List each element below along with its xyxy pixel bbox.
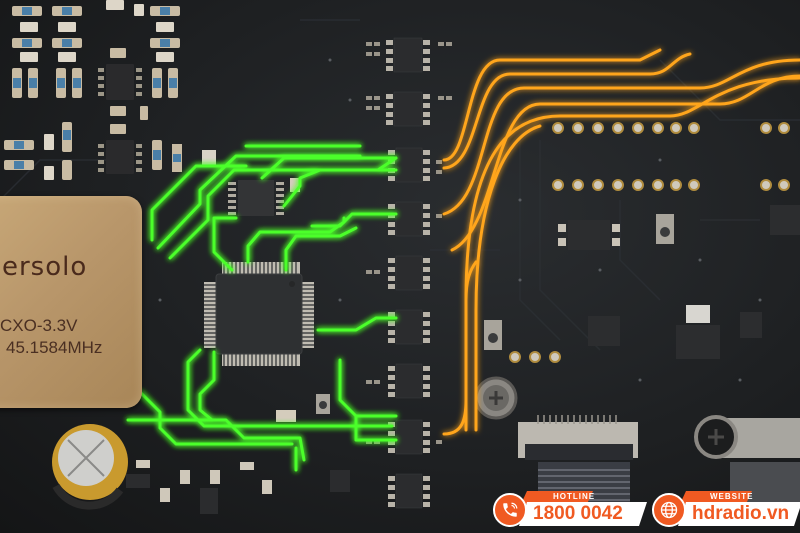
qfp-chip bbox=[204, 262, 314, 366]
phone-icon bbox=[493, 493, 527, 527]
crystal-voltage-text: CXO-3.3V bbox=[0, 316, 78, 335]
website-url[interactable]: hdradio.vn bbox=[678, 502, 800, 526]
hotline-number[interactable]: 1800 0042 bbox=[519, 502, 647, 526]
hotline-badge[interactable]: HOTLINE 1800 0042 bbox=[493, 493, 653, 527]
resistor-array bbox=[4, 0, 182, 180]
right-components bbox=[276, 205, 800, 422]
screw bbox=[474, 376, 800, 459]
hotline-label-tab bbox=[521, 491, 593, 504]
crystal-frequency-text: 45.1584MHz bbox=[6, 338, 103, 357]
crystal-brand-text: ersolo bbox=[2, 252, 88, 282]
tssop-chip bbox=[172, 144, 300, 216]
header-pads bbox=[509, 122, 790, 363]
website-label-tab bbox=[680, 491, 752, 504]
orange-signal-traces bbox=[442, 48, 800, 436]
website-label: WEBSITE bbox=[710, 492, 754, 501]
globe-icon bbox=[652, 493, 686, 527]
hotline-label: HOTLINE bbox=[553, 492, 596, 501]
electrolytic-capacitor bbox=[52, 424, 128, 510]
green-signal-traces bbox=[126, 144, 398, 472]
crystal-oscillator: ersolo CXO-3.3V 45.1584MHz bbox=[0, 196, 142, 408]
website-badge[interactable]: WEBSITE hdradio.vn bbox=[652, 493, 800, 527]
opamp-column bbox=[366, 37, 452, 509]
